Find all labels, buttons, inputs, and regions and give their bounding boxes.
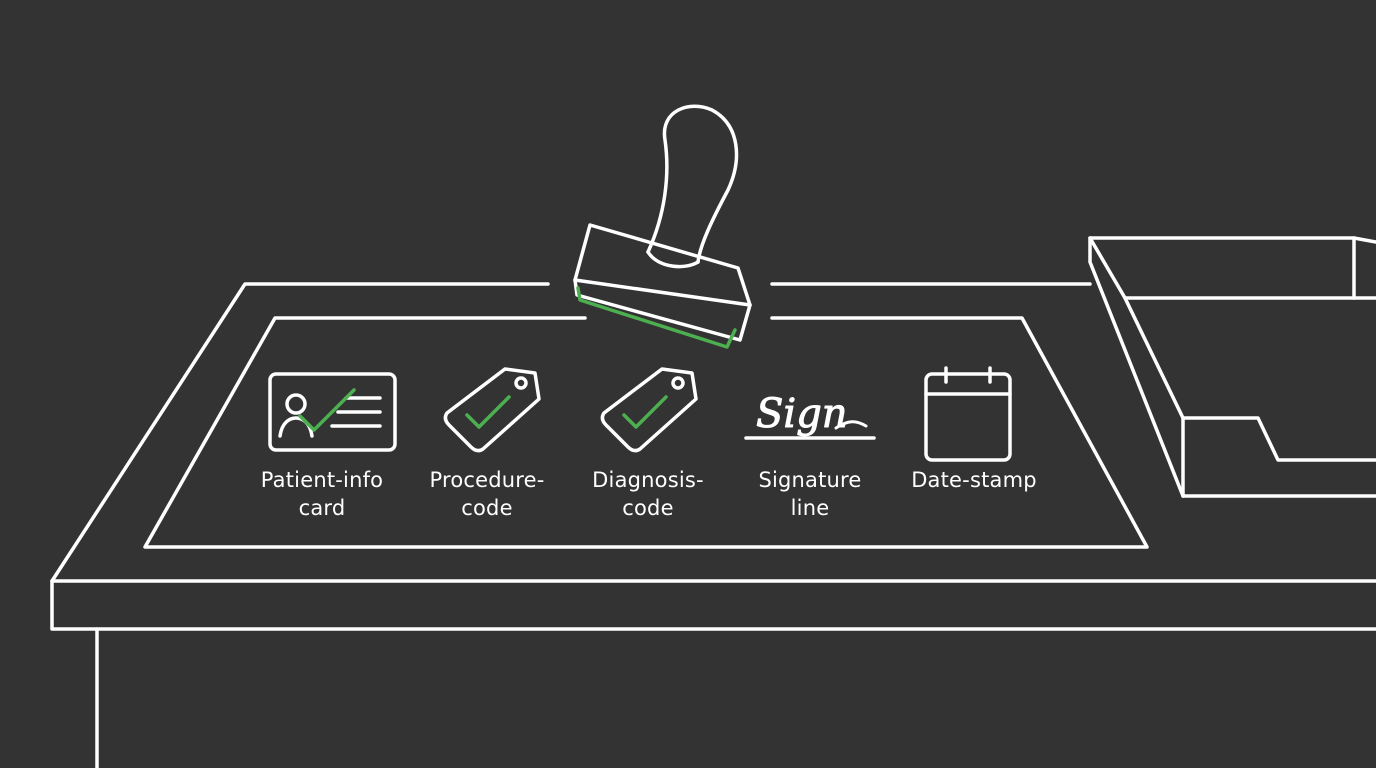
desk-mat-outline-left <box>143 316 1149 549</box>
stamp-ink-pad <box>576 286 737 349</box>
label-line-1: Procedure- <box>429 468 545 492</box>
label-signature-line: Signature line <box>725 466 895 522</box>
label-line-2: line <box>790 496 830 520</box>
signature-glyph: Sign <box>756 391 848 437</box>
signature-flourish <box>834 420 868 430</box>
label-procedure-code: Procedure- code <box>402 466 572 522</box>
calendar-icon <box>924 366 1012 462</box>
inbox-tray-icon <box>1088 236 1376 498</box>
id-card-check-icon <box>268 372 397 452</box>
tray-front <box>1181 416 1376 498</box>
desk <box>50 282 1376 768</box>
check-mark <box>465 395 511 429</box>
label-line-1: Date-stamp <box>911 468 1037 492</box>
tray-left-edge <box>1123 296 1185 420</box>
label-line-1: Signature <box>758 468 862 492</box>
label-line-1: Diagnosis- <box>592 468 704 492</box>
tag-check-icon <box>600 367 698 453</box>
check-mark <box>622 395 668 429</box>
check-mark <box>298 388 356 432</box>
label-line-2: code <box>461 496 513 520</box>
desk-front-panel <box>50 579 1376 631</box>
rubber-stamp-icon <box>573 104 752 349</box>
stamp-handle-base <box>646 250 700 269</box>
signature-icon: Sign <box>744 391 876 440</box>
desk-mat <box>143 316 1149 549</box>
label-line-1: Patient-info <box>260 468 384 492</box>
label-patient-info-card: Patient-info card <box>237 466 407 522</box>
tag-check-icon <box>443 367 541 453</box>
label-line-2: code <box>622 496 674 520</box>
label-diagnosis-code: Diagnosis- code <box>563 466 733 522</box>
label-date-stamp: Date-stamp <box>889 466 1059 494</box>
tray-top-inner <box>1088 236 1127 300</box>
desk-top-edge-left <box>50 282 550 583</box>
tray-back <box>1088 236 1376 498</box>
label-line-2: card <box>298 496 346 520</box>
stamp-handle <box>646 104 739 264</box>
stamp-block-side <box>573 278 752 342</box>
